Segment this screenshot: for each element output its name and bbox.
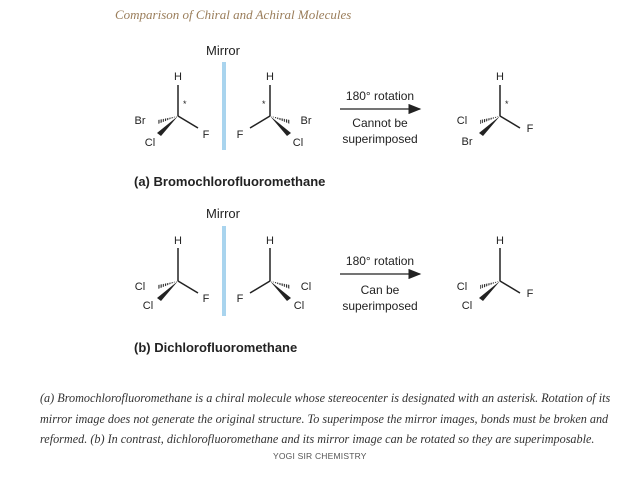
svg-text:H: H	[496, 235, 504, 247]
watermark: YOGI SIR CHEMISTRY	[273, 451, 367, 461]
figure-caption: (a) Bromochlorofluoromethane is a chiral…	[40, 391, 611, 446]
molecule-b-left: H Cl Cl F	[135, 235, 210, 312]
molecule-a-rotated: H * Cl Br F	[457, 71, 534, 148]
svg-text:H: H	[266, 235, 274, 247]
svg-text:H: H	[174, 71, 182, 83]
svg-text:Cl: Cl	[457, 115, 467, 127]
svg-text:*: *	[505, 99, 509, 109]
svg-text:Cl: Cl	[462, 300, 472, 312]
panel-a: Mirror H * Br Cl F H * Br Cl F 180° rota…	[134, 43, 534, 189]
molecule-a-mirror: H * Br Cl F	[237, 71, 312, 149]
mirror-label-a: Mirror	[206, 43, 241, 58]
svg-text:F: F	[237, 293, 244, 305]
result-b-line2: superimposed	[342, 299, 417, 313]
svg-text:F: F	[527, 288, 534, 300]
result-a-line1: Cannot be	[352, 116, 408, 130]
svg-text:F: F	[203, 293, 210, 305]
svg-text:H: H	[496, 71, 504, 83]
panel-b: Mirror H Cl Cl F H Cl Cl F 180° rotation…	[134, 206, 534, 355]
svg-text:Cl: Cl	[294, 300, 304, 312]
panel-a-name: (a) Bromochlorofluoromethane	[134, 174, 325, 189]
molecule-b-mirror: H Cl Cl F	[237, 235, 312, 312]
svg-text:Cl: Cl	[301, 281, 311, 293]
svg-text:Cl: Cl	[457, 281, 467, 293]
svg-text:F: F	[527, 123, 534, 135]
panel-b-name: (b) Dichlorofluoromethane	[134, 340, 297, 355]
rotation-label-b: 180° rotation	[346, 254, 414, 268]
svg-text:F: F	[203, 129, 210, 141]
molecule-b-rotated: H Cl Cl F	[457, 235, 534, 312]
svg-text:*: *	[183, 99, 187, 109]
mirror-line-a	[222, 62, 226, 150]
svg-text:Cl: Cl	[293, 137, 303, 149]
svg-text:*: *	[262, 99, 266, 109]
svg-text:H: H	[174, 235, 182, 247]
rotation-label-a: 180° rotation	[346, 89, 414, 103]
mirror-line-b	[222, 226, 226, 316]
figure-title: Comparison of Chiral and Achiral Molecul…	[115, 7, 352, 22]
svg-text:Br: Br	[135, 115, 146, 127]
svg-text:Cl: Cl	[135, 281, 145, 293]
svg-text:F: F	[237, 129, 244, 141]
svg-text:H: H	[266, 71, 274, 83]
svg-text:Cl: Cl	[145, 137, 155, 149]
svg-text:Cl: Cl	[143, 300, 153, 312]
mirror-label-b: Mirror	[206, 206, 241, 221]
svg-text:Br: Br	[462, 136, 473, 148]
svg-text:Br: Br	[301, 115, 312, 127]
stereochemistry-diagram: Mirror H * Br Cl F H * Br Cl F 180° rota…	[134, 43, 534, 355]
result-a-line2: superimposed	[342, 132, 417, 146]
molecule-a-left: H * Br Cl F	[135, 71, 210, 149]
result-b-line1: Can be	[361, 283, 400, 297]
